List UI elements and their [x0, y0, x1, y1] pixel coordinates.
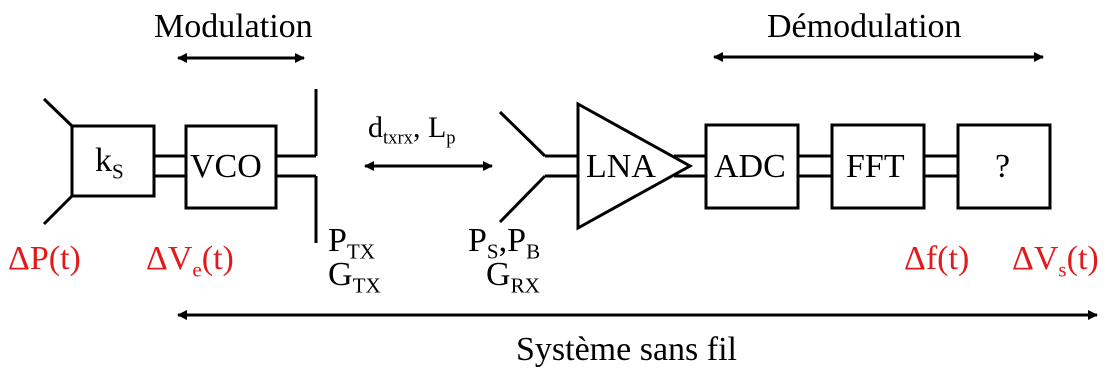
- pressure-signal: ΔP(t): [8, 240, 81, 277]
- demodulation-label: Démodulation: [767, 8, 962, 45]
- rx-signal-symbol: P: [468, 222, 487, 259]
- lna-block: [576, 101, 694, 231]
- voltage-in-signal: ΔVe(t): [146, 240, 234, 280]
- frequency-signal: Δf(t): [904, 240, 970, 277]
- unknown-block: [956, 123, 1052, 210]
- rx-gain-symbol: G: [486, 256, 511, 293]
- vco-label: VCO: [190, 148, 262, 185]
- fft-block: [830, 123, 926, 210]
- wireless-system-label: Système sans fil: [516, 331, 737, 368]
- rx-gain-label: GRX: [486, 256, 540, 296]
- voltage-out-prefix: ΔV: [1012, 240, 1059, 277]
- propagation-label: dtxrx, Lp: [368, 111, 456, 148]
- separator: ,: [412, 111, 428, 144]
- ks-subscript: S: [112, 159, 124, 184]
- ks-block: [70, 124, 156, 198]
- rx-gain-subscript: RX: [510, 273, 540, 298]
- rx-noise-subscript: B: [526, 239, 541, 264]
- rx-power-label: PS,PB: [468, 222, 540, 262]
- fft-label: FFT: [846, 148, 905, 185]
- voltage-out-suffix: (t): [1066, 240, 1099, 277]
- adc-block: [704, 123, 800, 210]
- unknown-label: ?: [995, 148, 1011, 185]
- ks-label: kS: [95, 142, 124, 182]
- distance-symbol: d: [368, 111, 383, 144]
- voltage-out-signal: ΔVs(t): [1012, 240, 1099, 280]
- lna-label: LNA: [586, 148, 656, 185]
- tx-gain-symbol: G: [328, 256, 353, 293]
- tx-power-label: PTX: [328, 222, 375, 262]
- path-loss-symbol: L: [427, 111, 447, 144]
- tx-power-subscript: TX: [346, 239, 376, 264]
- path-loss-subscript: p: [446, 127, 456, 149]
- rx-separator: ,: [498, 222, 508, 259]
- rx-noise-symbol: P: [507, 222, 527, 259]
- ks-symbol: k: [95, 142, 112, 179]
- voltage-in-suffix: (t): [201, 240, 234, 277]
- sensor-antenna-top: [42, 97, 74, 128]
- sensor-antenna-bottom: [42, 194, 74, 226]
- distance-subscript: txrx: [383, 127, 413, 149]
- tx-gain-label: GTX: [328, 256, 381, 296]
- modulation-label: Modulation: [154, 8, 313, 45]
- adc-label: ADC: [714, 148, 786, 185]
- rx-signal-subscript: S: [486, 239, 499, 264]
- voltage-in-prefix: ΔV: [146, 240, 193, 277]
- voltage-in-subscript: e: [192, 257, 202, 282]
- voltage-out-subscript: s: [1058, 257, 1067, 282]
- tx-power-symbol: P: [328, 222, 347, 259]
- rx-antenna-bottom: [498, 174, 547, 224]
- tx-gain-subscript: TX: [352, 273, 381, 298]
- rx-antenna-top: [498, 110, 547, 158]
- vco-block: [184, 124, 278, 210]
